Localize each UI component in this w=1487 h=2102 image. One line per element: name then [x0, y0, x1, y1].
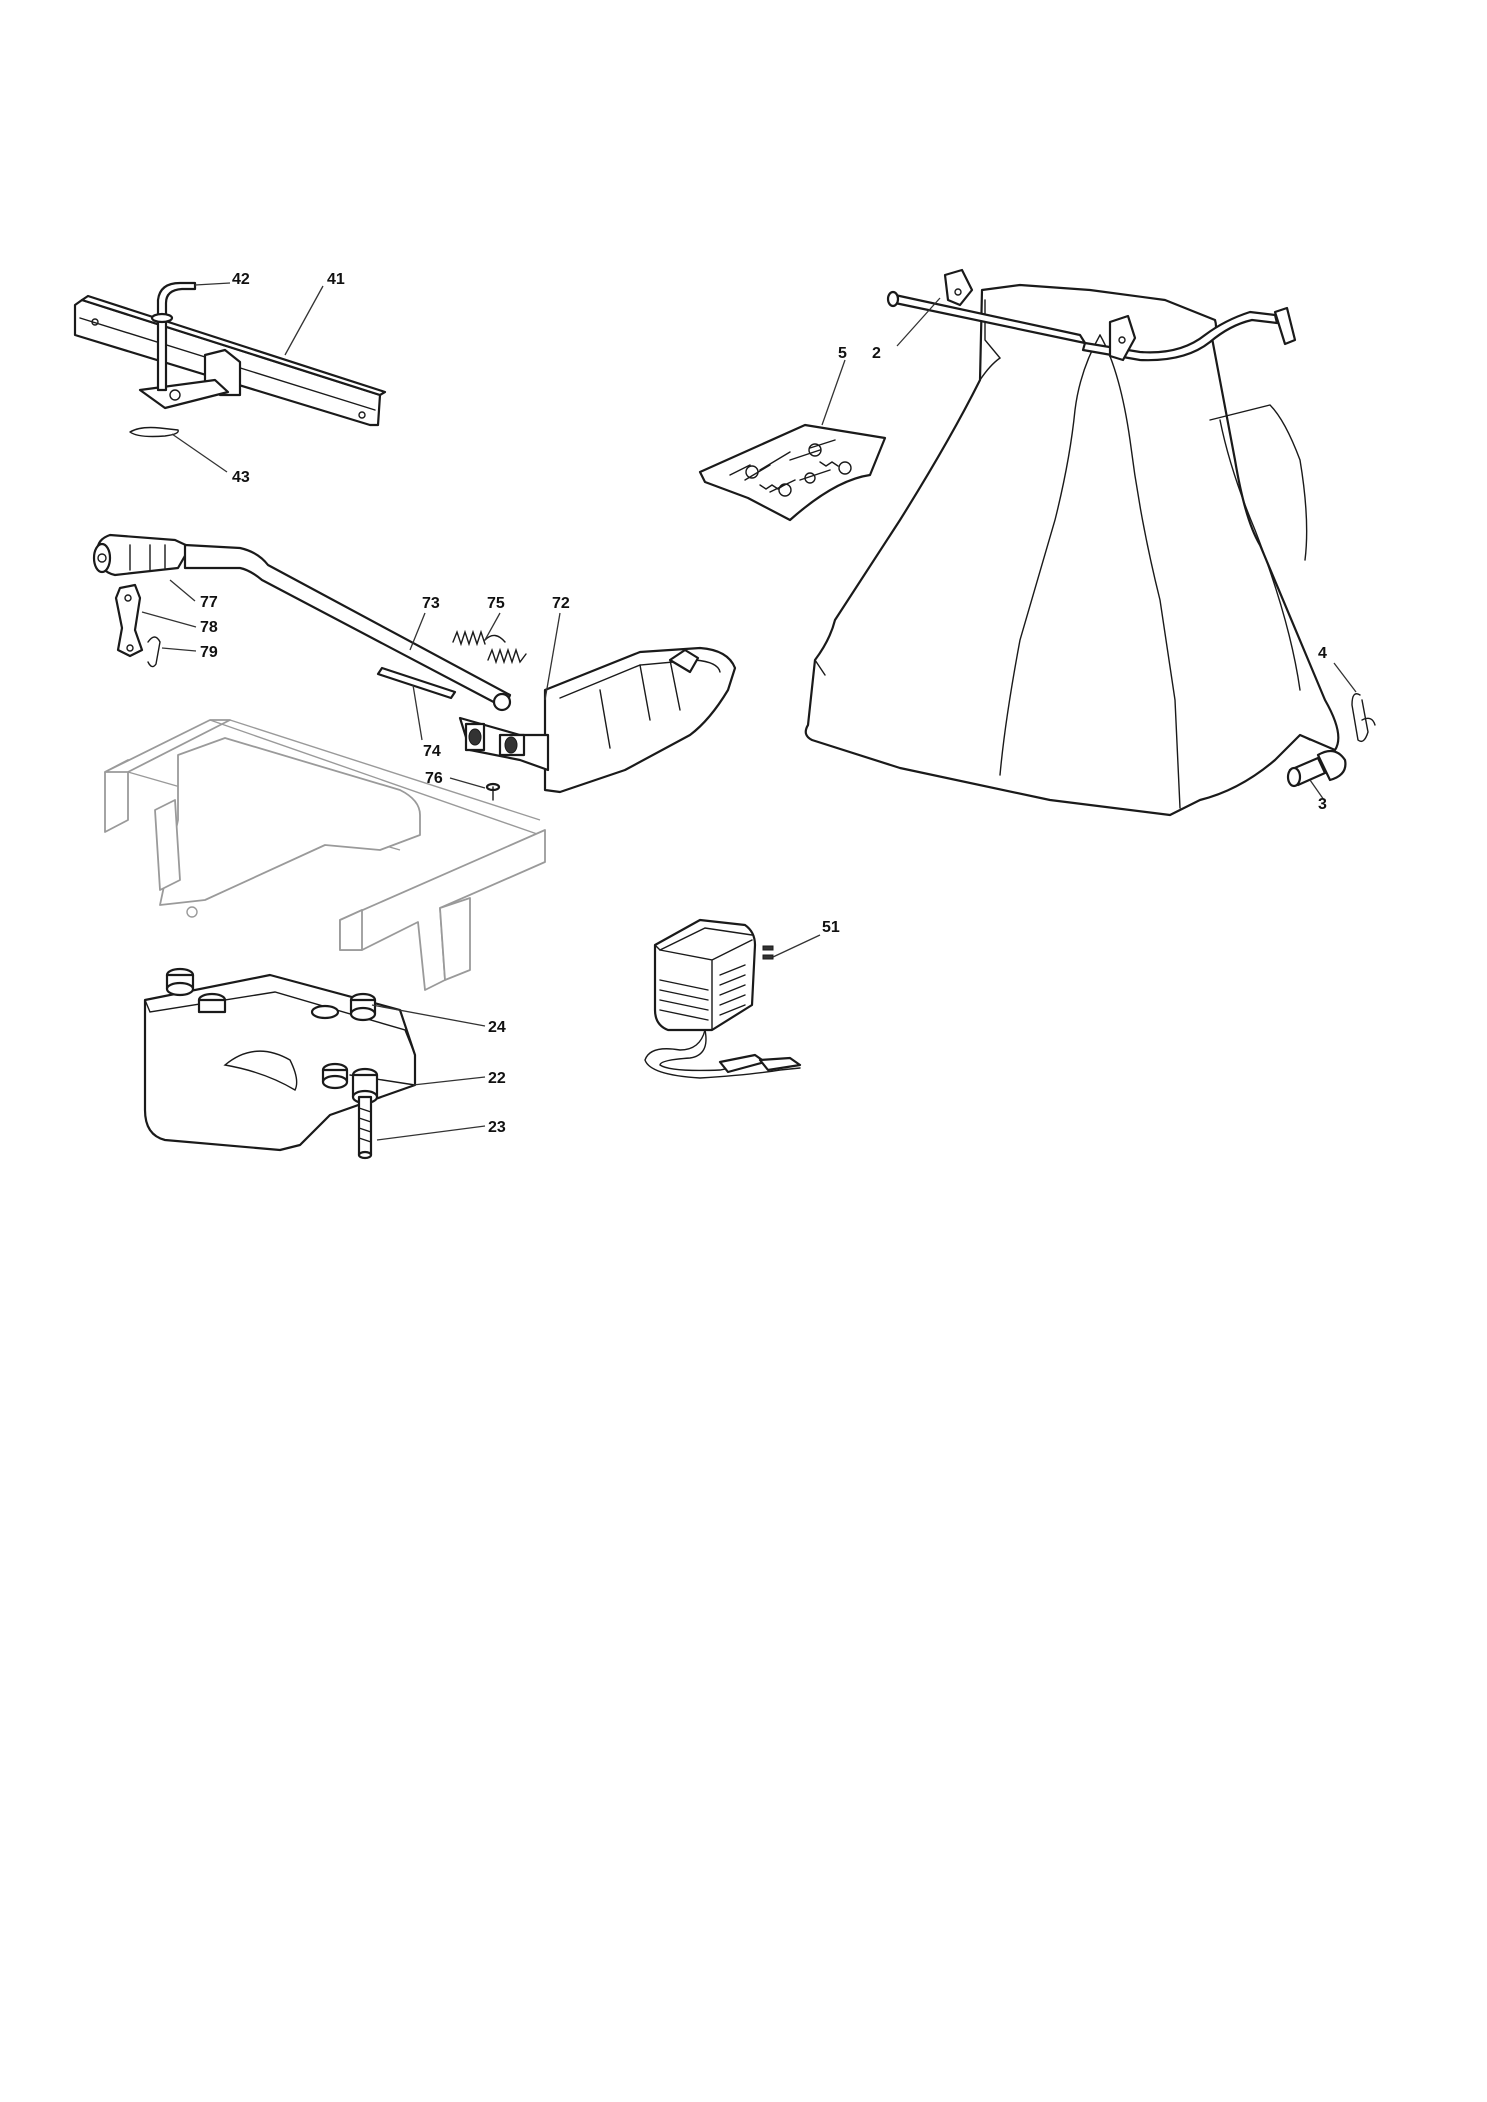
callout-22: 22: [488, 1070, 506, 1087]
pin-3: [1286, 749, 1347, 788]
callout-78: 78: [200, 619, 218, 636]
hardware-kit-5: [698, 423, 887, 522]
deflector-72: [458, 646, 737, 794]
callout-74: 74: [423, 743, 441, 760]
battery-charger-51: [644, 918, 802, 1079]
callout-75: 75: [487, 595, 505, 612]
rod-74: [376, 666, 457, 700]
callout-72: 72: [552, 595, 570, 612]
leader-lines: [141, 282, 1357, 1141]
ballast-weight-22: [143, 967, 417, 1152]
callout-23: 23: [488, 1119, 506, 1136]
grass-catcher-bag: [804, 283, 1340, 817]
callout-2: 2: [872, 345, 881, 362]
callout-3: 3: [1318, 796, 1327, 813]
mower-frame-context: [104, 719, 546, 991]
callout-labels: 42 41 43 5 2 4 3 77 78 79 73 75 72 74 76…: [200, 271, 1327, 1136]
r-clip-43: [129, 426, 179, 438]
springs-75: [452, 629, 527, 665]
callout-73: 73: [422, 595, 440, 612]
lever-assembly-73: [92, 533, 512, 712]
frame-rod-2: [886, 268, 1297, 362]
screw-76: [485, 782, 501, 801]
spring-clip-79: [147, 636, 161, 668]
tow-bar-assembly: [73, 294, 387, 427]
callout-5: 5: [838, 345, 847, 362]
callout-76: 76: [425, 770, 443, 787]
clip-4: [1351, 693, 1376, 743]
callout-79: 79: [200, 644, 218, 661]
callout-51: 51: [822, 919, 840, 936]
callout-77: 77: [200, 594, 218, 611]
callout-42: 42: [232, 271, 250, 288]
callout-43: 43: [232, 469, 250, 486]
link-plate-78: [114, 583, 144, 658]
bolt-23: [351, 1067, 379, 1160]
callout-24: 24: [488, 1019, 506, 1036]
callout-4: 4: [1318, 645, 1327, 662]
locking-pin-42: [150, 281, 197, 392]
callout-41: 41: [327, 271, 345, 288]
